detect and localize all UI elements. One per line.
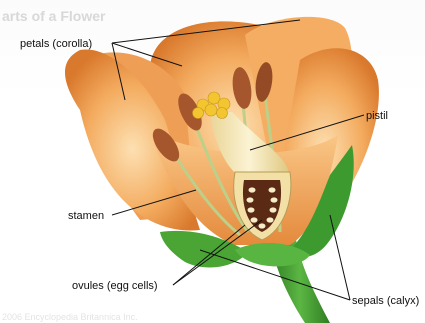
label-petals: petals (corolla) — [20, 38, 92, 50]
label-pistil: pistil — [366, 110, 388, 122]
credit-text: 2006 Encyclopedia Britannica Inc. — [2, 312, 138, 322]
label-stamen: stamen — [68, 210, 104, 222]
label-sepals: sepals (calyx) — [352, 295, 419, 307]
leader-sepals-1 — [330, 215, 350, 300]
label-ovules: ovules (egg cells) — [72, 280, 158, 292]
diagram-title: arts of a Flower — [2, 8, 106, 24]
